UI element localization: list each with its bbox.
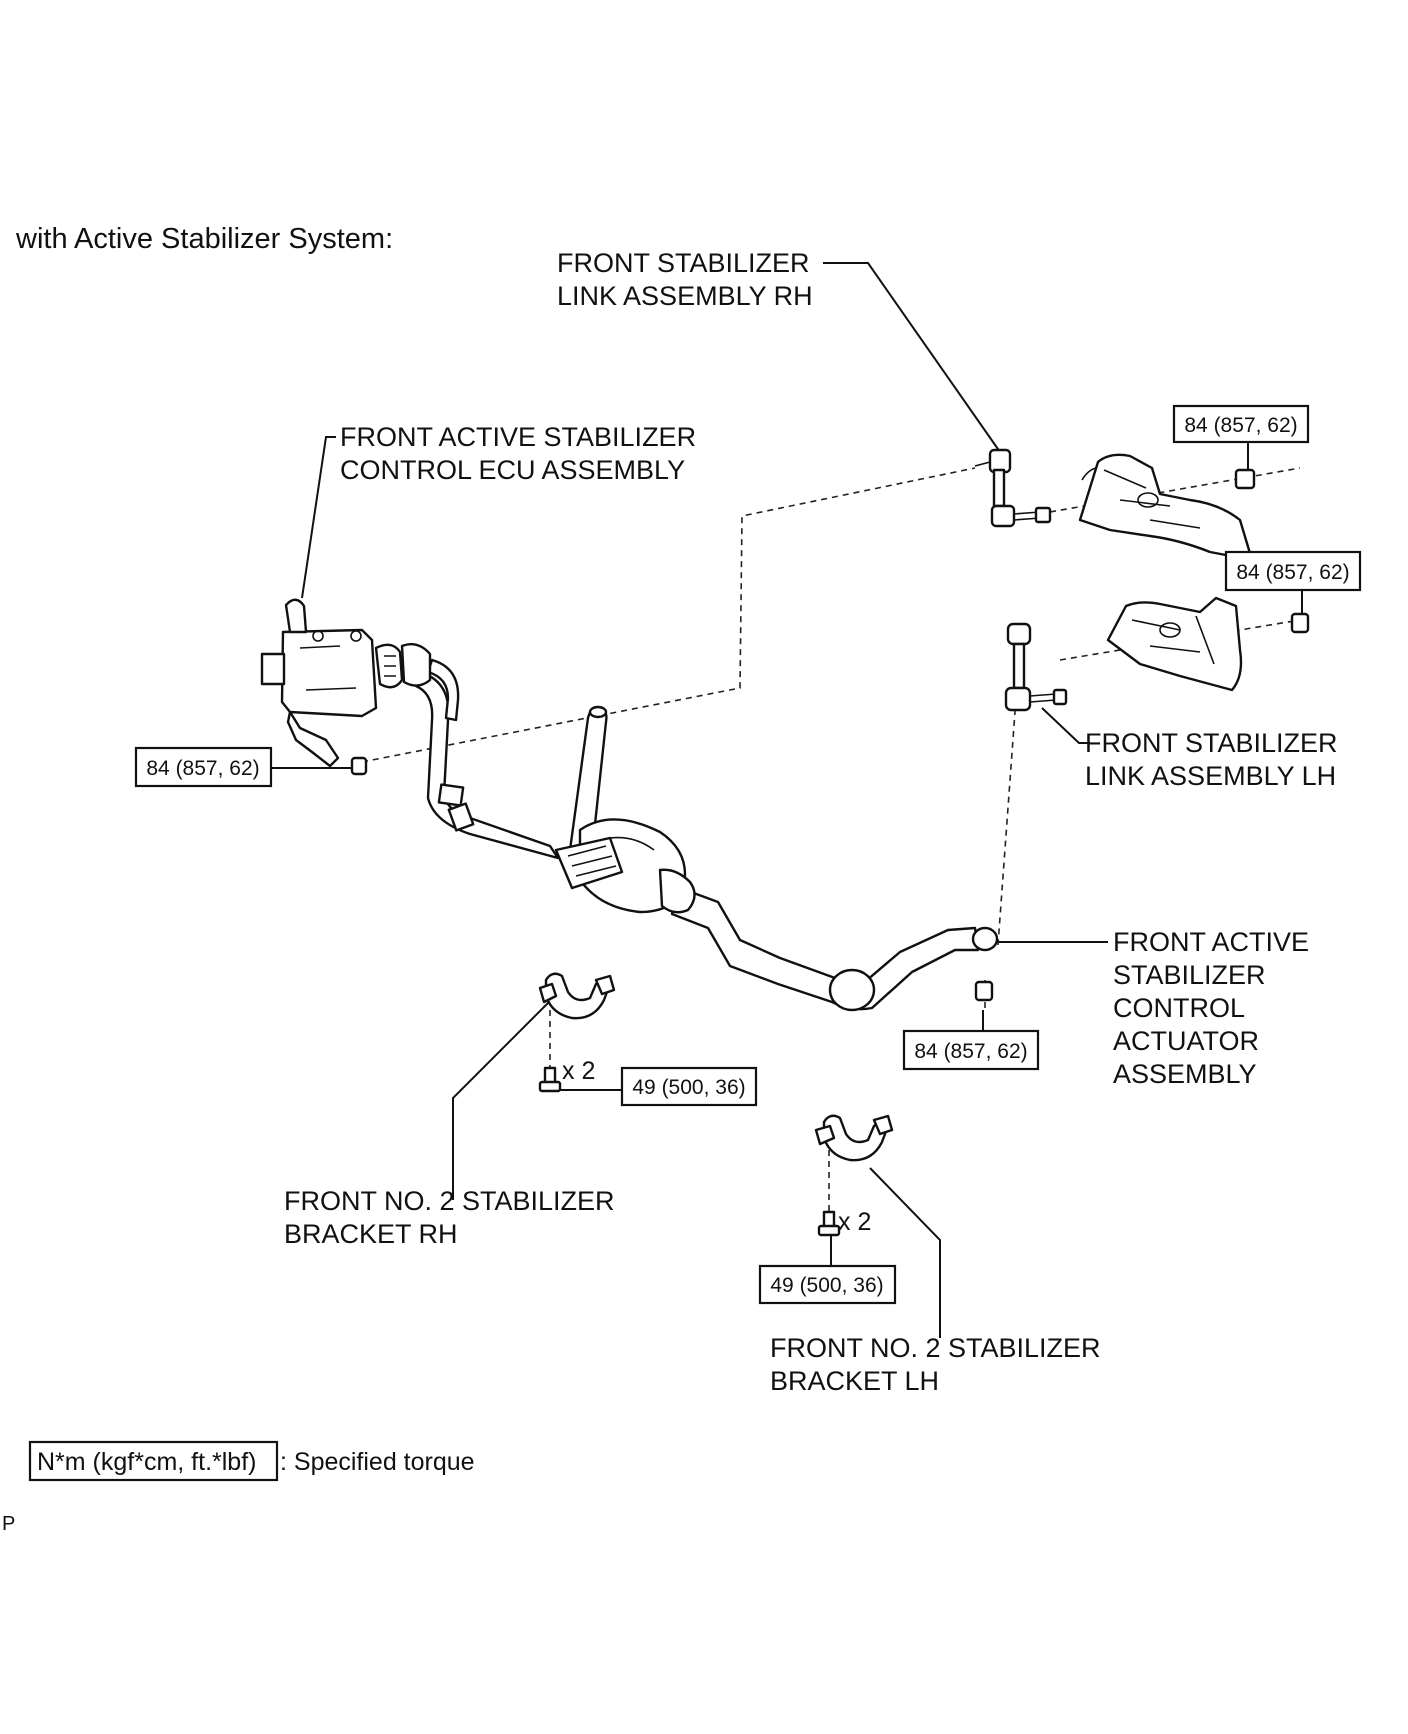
legend-unit: N*m (kgf*cm, ft.*lbf) xyxy=(37,1448,256,1476)
torque-box-bracket-rh: 49 (500, 36) xyxy=(620,1066,758,1107)
knuckle-lh xyxy=(1106,596,1243,692)
corner-mark: P xyxy=(2,1513,15,1535)
bracket-lh xyxy=(814,1114,894,1162)
nut-actuator xyxy=(974,980,994,1002)
svg-text:84 (857, 62): 84 (857, 62) xyxy=(1184,414,1297,437)
nut-ecu xyxy=(350,756,368,776)
label-bracket-rh: FRONT NO. 2 STABILIZER BRACKET RH xyxy=(284,1186,622,1249)
svg-text:49 (500, 36): 49 (500, 36) xyxy=(770,1274,883,1297)
label-link-lh: FRONT STABILIZER LINK ASSEMBLY LH xyxy=(1085,728,1345,791)
leader-lines xyxy=(271,262,1303,1338)
link-assembly-rh xyxy=(974,448,1052,528)
label-bracket-lh: FRONT NO. 2 STABILIZER BRACKET LH xyxy=(770,1333,1108,1396)
nut-lh xyxy=(1290,612,1310,634)
svg-text:84 (857, 62): 84 (857, 62) xyxy=(146,757,259,780)
label-actuator: FRONT ACTIVE STABILIZER CONTROL ACTUATOR… xyxy=(1113,927,1317,1089)
svg-text:84 (857, 62): 84 (857, 62) xyxy=(914,1040,1027,1063)
nut-rh xyxy=(1234,468,1256,490)
legend-description: : Specified torque xyxy=(280,1448,475,1476)
knuckle-rh xyxy=(1078,453,1254,562)
bracket-rh xyxy=(538,972,616,1020)
torque-box-link-lh: 84 (857, 62) xyxy=(1224,550,1362,592)
quantity-bracket-lh: x 2 xyxy=(838,1208,871,1236)
label-link-rh: FRONT STABILIZER LINK ASSEMBLY RH xyxy=(557,248,817,311)
svg-text:84 (857, 62): 84 (857, 62) xyxy=(1236,561,1349,584)
torque-box-link-rh: 84 (857, 62) xyxy=(1172,404,1310,444)
torque-box-bracket-lh: 49 (500, 36) xyxy=(758,1264,897,1305)
torque-box-ecu: 84 (857, 62) xyxy=(134,746,273,788)
link-assembly-lh xyxy=(1004,622,1068,712)
ecu-assembly xyxy=(260,598,432,768)
bolt-rh xyxy=(538,1066,562,1093)
torque-legend: N*m (kgf*cm, ft.*lbf) : Specified torque xyxy=(28,1440,475,1482)
bolt-lh xyxy=(817,1210,841,1237)
torque-box-actuator: 84 (857, 62) xyxy=(902,1029,1040,1071)
quantity-bracket-rh: x 2 xyxy=(562,1057,595,1085)
label-ecu: FRONT ACTIVE STABILIZER CONTROL ECU ASSE… xyxy=(340,422,704,485)
stabilizer-actuator-assembly xyxy=(414,658,999,1012)
svg-text:49 (500, 36): 49 (500, 36) xyxy=(632,1076,745,1099)
diagram-heading: with Active Stabilizer System: xyxy=(15,223,393,255)
